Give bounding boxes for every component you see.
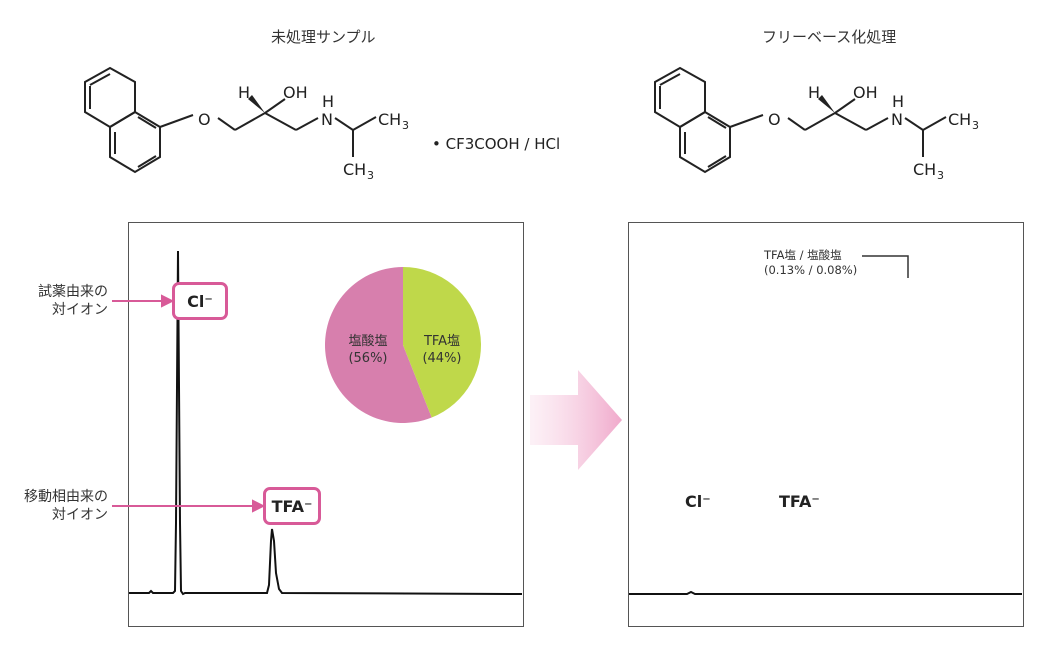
pie-label-tfa-pct: (44%) [422, 351, 462, 366]
methyl-subscript-top: 3 [972, 119, 979, 132]
stereo-h-label: H [238, 83, 250, 102]
reagent-label-line1: 試薬由来の [38, 284, 108, 300]
hydroxyl-label: OH [283, 83, 308, 102]
methyl-label-bottom: CH [343, 160, 366, 179]
pie-slice-0 [325, 267, 432, 423]
right-tfa-ion-label: TFA⁻ [779, 492, 820, 511]
reagent-label-line2: 対イオン [52, 302, 108, 318]
minor-salt-note-line1: TFA塩 / 塩酸塩 [764, 248, 842, 262]
amine-n-label: N [321, 110, 333, 129]
mobile-phase-counter-ion-label: 移動相由来の 対イオン [0, 488, 108, 524]
hydroxyl-label: OH [853, 83, 878, 102]
pie-label-tfa-salt: TFA塩 (44%) [412, 333, 472, 367]
reagent-counter-ion-label: 試薬由来の 対イオン [0, 283, 108, 319]
amine-h-label: H [892, 92, 904, 111]
counter-ion-formula: • CF3COOH / HCl [432, 135, 561, 153]
pie-slice-1 [403, 267, 481, 418]
ether-oxygen-label: O [768, 110, 781, 129]
pie-label-free-base: フリー (99.79%) [866, 360, 954, 394]
left-salt-pie-chart [325, 267, 481, 423]
tfa-ion-box: TFA⁻ [263, 487, 321, 525]
right-chromatogram-trace [629, 590, 1022, 595]
mobile-phase-pointer-head [252, 499, 266, 513]
minor-salt-note: TFA塩 / 塩酸塩 (0.13% / 0.08%) [764, 248, 857, 278]
ether-oxygen-label: O [198, 110, 211, 129]
left-chromatogram-trace [129, 250, 522, 596]
amine-h-label: H [322, 92, 334, 111]
methyl-subscript-top: 3 [402, 119, 409, 132]
reagent-pointer-head [161, 294, 175, 308]
methyl-subscript-bottom: 3 [937, 169, 944, 182]
right-note-leader-line [862, 255, 909, 278]
methyl-label-top: CH [948, 110, 971, 129]
methyl-subscript-bottom: 3 [367, 169, 374, 182]
right-chromatogram-panel [628, 222, 1024, 627]
cl-ion-box: Cl⁻ [172, 282, 228, 320]
right-molecule-structure: H OH O N H CH 3 CH 3 [654, 66, 979, 182]
right-title: フリーベース化処理 [762, 28, 897, 46]
mobile-phase-label-line2: 対イオン [52, 507, 108, 523]
right-cl-ion-label: Cl⁻ [685, 492, 711, 511]
pie-label-hcl-salt: 塩酸塩 (56%) [333, 333, 403, 367]
mobile-phase-label-line1: 移動相由来の [24, 489, 108, 505]
transition-arrow [530, 370, 622, 470]
left-title: 未処理サンプル [271, 28, 376, 46]
stereo-h-label: H [808, 83, 820, 102]
pie-label-hcl-pct: (56%) [348, 351, 388, 366]
methyl-label-top: CH [378, 110, 401, 129]
minor-salt-note-line2: (0.13% / 0.08%) [764, 263, 858, 277]
methyl-label-bottom: CH [913, 160, 936, 179]
pie-label-free-pct: (99.79%) [877, 377, 943, 393]
pie-label-hcl-text: 塩酸塩 [348, 334, 388, 349]
pie-label-free-text: フリー [889, 360, 931, 376]
amine-n-label: N [891, 110, 903, 129]
right-salt-pie-chart [907, 268, 911, 348]
left-molecule-structure: H OH O N H CH 3 CH 3 [84, 66, 409, 182]
pie-label-tfa-text: TFA塩 [423, 334, 461, 349]
